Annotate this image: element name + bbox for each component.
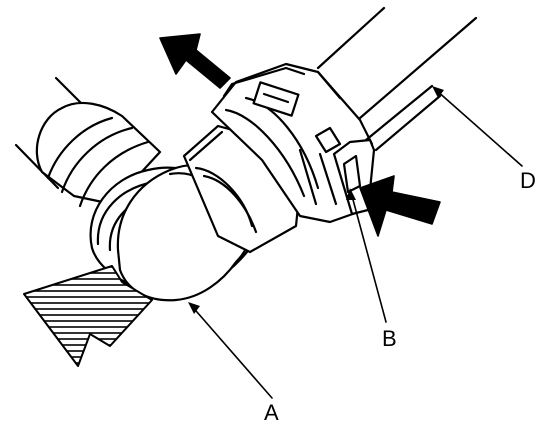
callout-label-b: B: [382, 326, 397, 351]
quick-connector: [182, 62, 376, 254]
callout-label-d: D: [520, 168, 536, 193]
callout-label-a: A: [264, 400, 279, 425]
arrow-down-right-icon: [159, 33, 231, 89]
arrow-left-icon: [359, 175, 441, 237]
hatched-arrow-down-left-icon: [23, 265, 153, 367]
callout-leaders: [188, 86, 523, 399]
metal-line: [316, 6, 478, 152]
